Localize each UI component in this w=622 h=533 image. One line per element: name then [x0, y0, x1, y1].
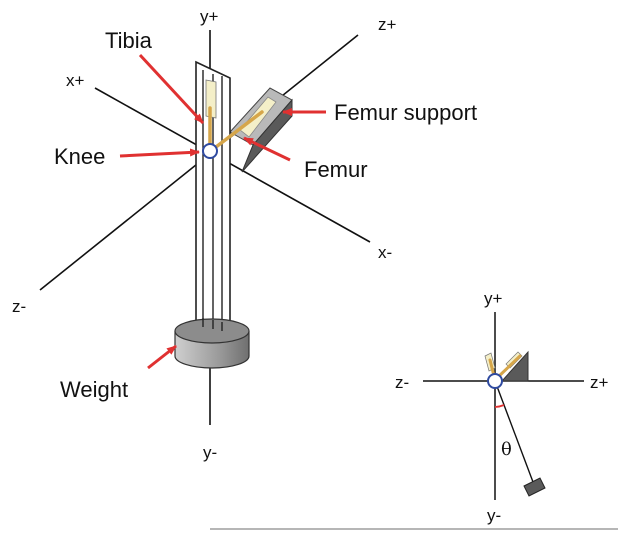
main-x-plus-label: x+ — [66, 71, 85, 90]
femur-bone — [210, 110, 264, 152]
callout-arrows — [119, 53, 326, 370]
main-z-plus-label: z+ — [378, 15, 397, 34]
callout-labels: Tibia Knee Femur Femur support Weight — [54, 28, 477, 402]
inset-angle-arc — [494, 404, 505, 408]
inset-theta-label: θ — [501, 439, 512, 460]
main-axis-labels: y+ y- x+ x- z+ z- — [12, 7, 397, 462]
weight-arrow — [147, 344, 177, 370]
inset-y-minus-label: y- — [487, 506, 501, 525]
inset-femur-bone — [495, 354, 522, 380]
inset-pendulum-arm — [494, 380, 534, 483]
inset-knee-joint — [487, 373, 503, 389]
main-x-minus-label: x- — [378, 243, 392, 262]
main-z-minus-label: z- — [12, 297, 26, 316]
femur-support-label: Femur support — [334, 100, 477, 125]
inset-view: y+ y- z- z+ θ — [210, 289, 618, 530]
inset-support-wedge — [500, 350, 529, 382]
weight-label: Weight — [60, 377, 128, 402]
femur-label: Femur — [304, 157, 368, 182]
weight-cylinder — [174, 318, 250, 369]
support-side-face — [241, 98, 293, 173]
tibia-frame — [195, 60, 231, 337]
inset-pendulum-weight — [523, 477, 546, 497]
tibia-arrow — [138, 53, 205, 125]
main-y-plus-label: y+ — [200, 7, 219, 26]
tibia-label: Tibia — [105, 28, 153, 53]
weight-top — [174, 318, 250, 344]
x-axis — [94, 87, 371, 243]
knee-arrow — [119, 148, 200, 158]
inset-y-plus-label: y+ — [484, 289, 503, 308]
inset-z-minus-label: z- — [395, 373, 409, 392]
femur-arrow — [243, 136, 291, 162]
main-y-minus-label: y- — [203, 443, 217, 462]
inset-z-plus-label: z+ — [590, 373, 609, 392]
main-view: y+ y- x+ x- z+ z- Tibia Knee Femur Femur… — [12, 7, 477, 462]
knee-joint — [202, 143, 218, 159]
femur-support-block — [229, 87, 293, 173]
knee-label: Knee — [54, 144, 105, 169]
